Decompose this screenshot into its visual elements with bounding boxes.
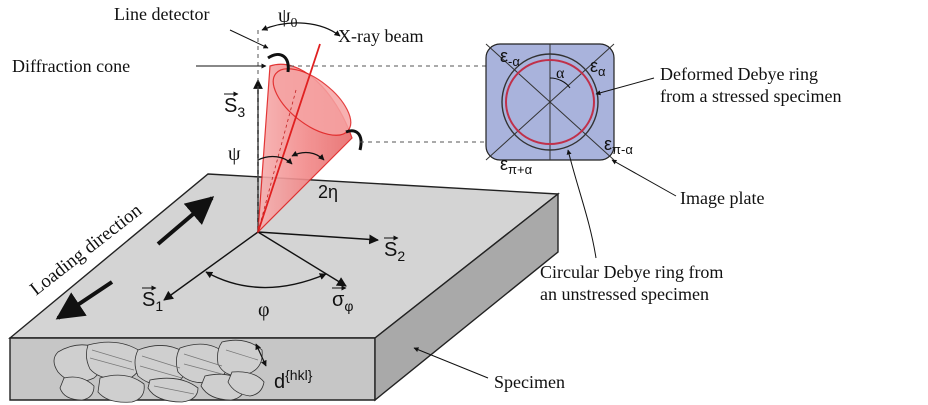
- xray-beam: [257, 43, 321, 233]
- specimen-label: Specimen: [494, 372, 565, 392]
- alpha-label: α: [556, 65, 565, 82]
- phi-arc: [205, 271, 327, 289]
- diffraction-cone: [257, 22, 363, 234]
- loading-arrow-down: [55, 280, 114, 320]
- axis-s2: [257, 231, 379, 245]
- diffraction-cone-label: Diffraction cone: [12, 56, 130, 76]
- xray-beam-label: X-ray beam: [338, 26, 423, 46]
- projection-lines: [257, 30, 496, 228]
- cone-inner-line: [257, 89, 297, 233]
- image-plate-label: Image plate: [680, 188, 764, 208]
- specimen-side-face: [374, 192, 559, 402]
- eps-minus-alpha-label: ε-α: [500, 46, 520, 69]
- two-eta-arc: [291, 150, 325, 161]
- grain-hatching: [89, 349, 259, 395]
- eps-pi-minus-alpha-label: επ-α: [604, 134, 633, 157]
- d-hkl-label: d{hkl}: [274, 367, 313, 393]
- circular-ring-label-1: Circular Debye ring from: [540, 262, 723, 282]
- alpha-arc: [549, 77, 571, 89]
- line-detector-bottom: [345, 129, 363, 151]
- deformed-debye-ring: [505, 59, 595, 145]
- circular-ring-label-2: an unstressed specimen: [540, 284, 709, 304]
- psi-label: ψ: [228, 143, 241, 165]
- axis-s1: [163, 231, 259, 301]
- circular-debye-ring: [501, 53, 599, 151]
- eps-pi-plus-alpha-label: επ+α: [500, 154, 533, 177]
- s2-label: S2: [384, 239, 405, 264]
- psi-arc: [257, 155, 293, 165]
- loading-arrow-up: [156, 196, 215, 246]
- grain-structure: [53, 339, 265, 403]
- line-detector-top: [267, 53, 290, 73]
- psi0-arc: [261, 22, 341, 37]
- eps-alpha-label: εα: [590, 56, 606, 79]
- psi0-label: ψ0: [278, 5, 298, 31]
- d-hkl-marker: [255, 343, 267, 367]
- two-eta-label: 2η: [318, 182, 338, 202]
- image-plate: [485, 43, 615, 161]
- leader-arrows: [196, 29, 677, 379]
- loading-direction-arrows: [55, 196, 215, 320]
- phi-label: φ: [258, 299, 270, 321]
- specimen-block: [8, 173, 560, 403]
- deformed-ring-label-1: Deformed Debye ring: [660, 64, 818, 84]
- sigma-phi-label: σφ: [332, 289, 353, 314]
- deformed-ring-label-2: from a stressed specimen: [660, 86, 841, 106]
- line-detector-label: Line detector: [114, 4, 209, 24]
- s1-label: S1: [142, 289, 163, 314]
- axis-sigma-phi: [257, 231, 347, 287]
- s3-label: S3: [224, 95, 245, 120]
